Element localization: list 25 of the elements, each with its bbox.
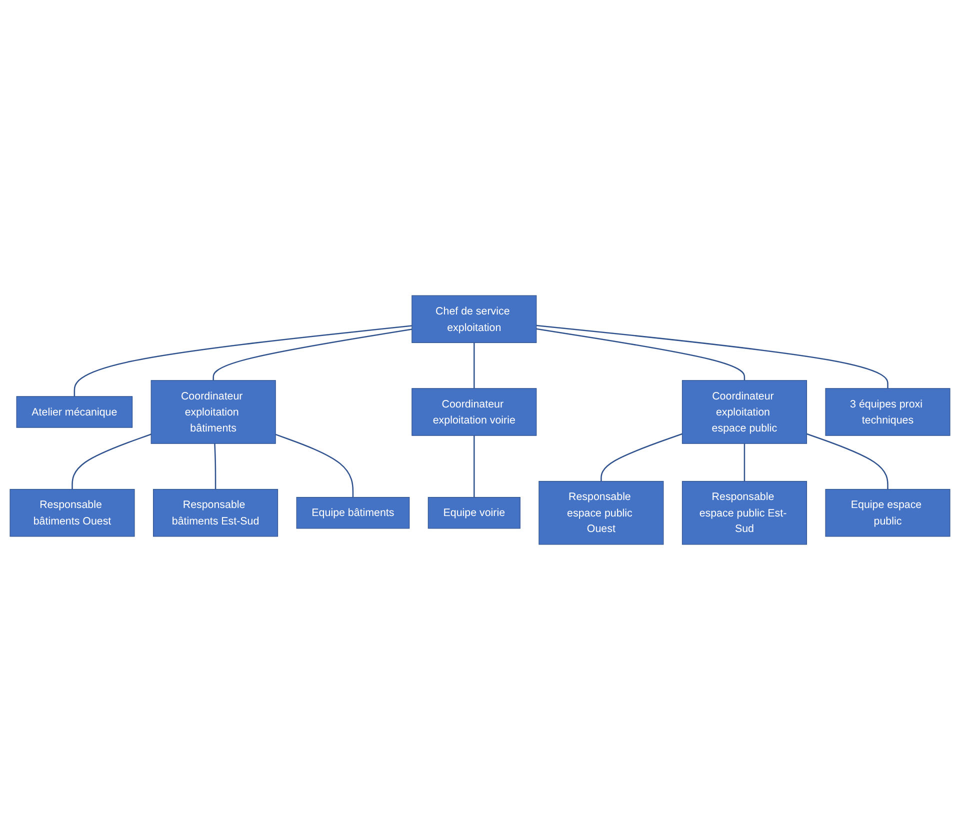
node-box: 3 équipes proxi techniques: [825, 388, 950, 436]
connector: [474, 435, 475, 497]
connector: [275, 433, 354, 497]
node-box: Responsable espace public Ouest: [538, 480, 664, 544]
node-box: Coordinateur exploitation voirie: [412, 388, 537, 436]
connector: [536, 324, 888, 388]
connector: [600, 432, 682, 481]
connector: [536, 328, 746, 380]
connector: [212, 328, 412, 380]
connector: [74, 324, 412, 396]
node-box: Chef de service exploitation: [412, 294, 537, 343]
node-box: Responsable espace public Est- Sud: [682, 480, 807, 544]
node-box: Equipe bâtiments: [296, 496, 410, 528]
node-box: Equipe espace public: [825, 488, 950, 536]
node-box: Coordinateur exploitation bâtiments: [150, 380, 276, 444]
node-box: Coordinateur exploitation espace public: [682, 380, 807, 444]
node-box: Equipe voirie: [428, 496, 520, 528]
node-box: Atelier mécanique: [16, 396, 133, 428]
node-box: Responsable bâtiments Est-Sud: [153, 488, 278, 536]
node-box: Responsable bâtiments Ouest: [10, 488, 135, 536]
connector: [744, 443, 746, 481]
connector: [72, 433, 152, 489]
connector: [474, 342, 475, 388]
connector: [806, 432, 888, 489]
connector: [214, 443, 216, 489]
